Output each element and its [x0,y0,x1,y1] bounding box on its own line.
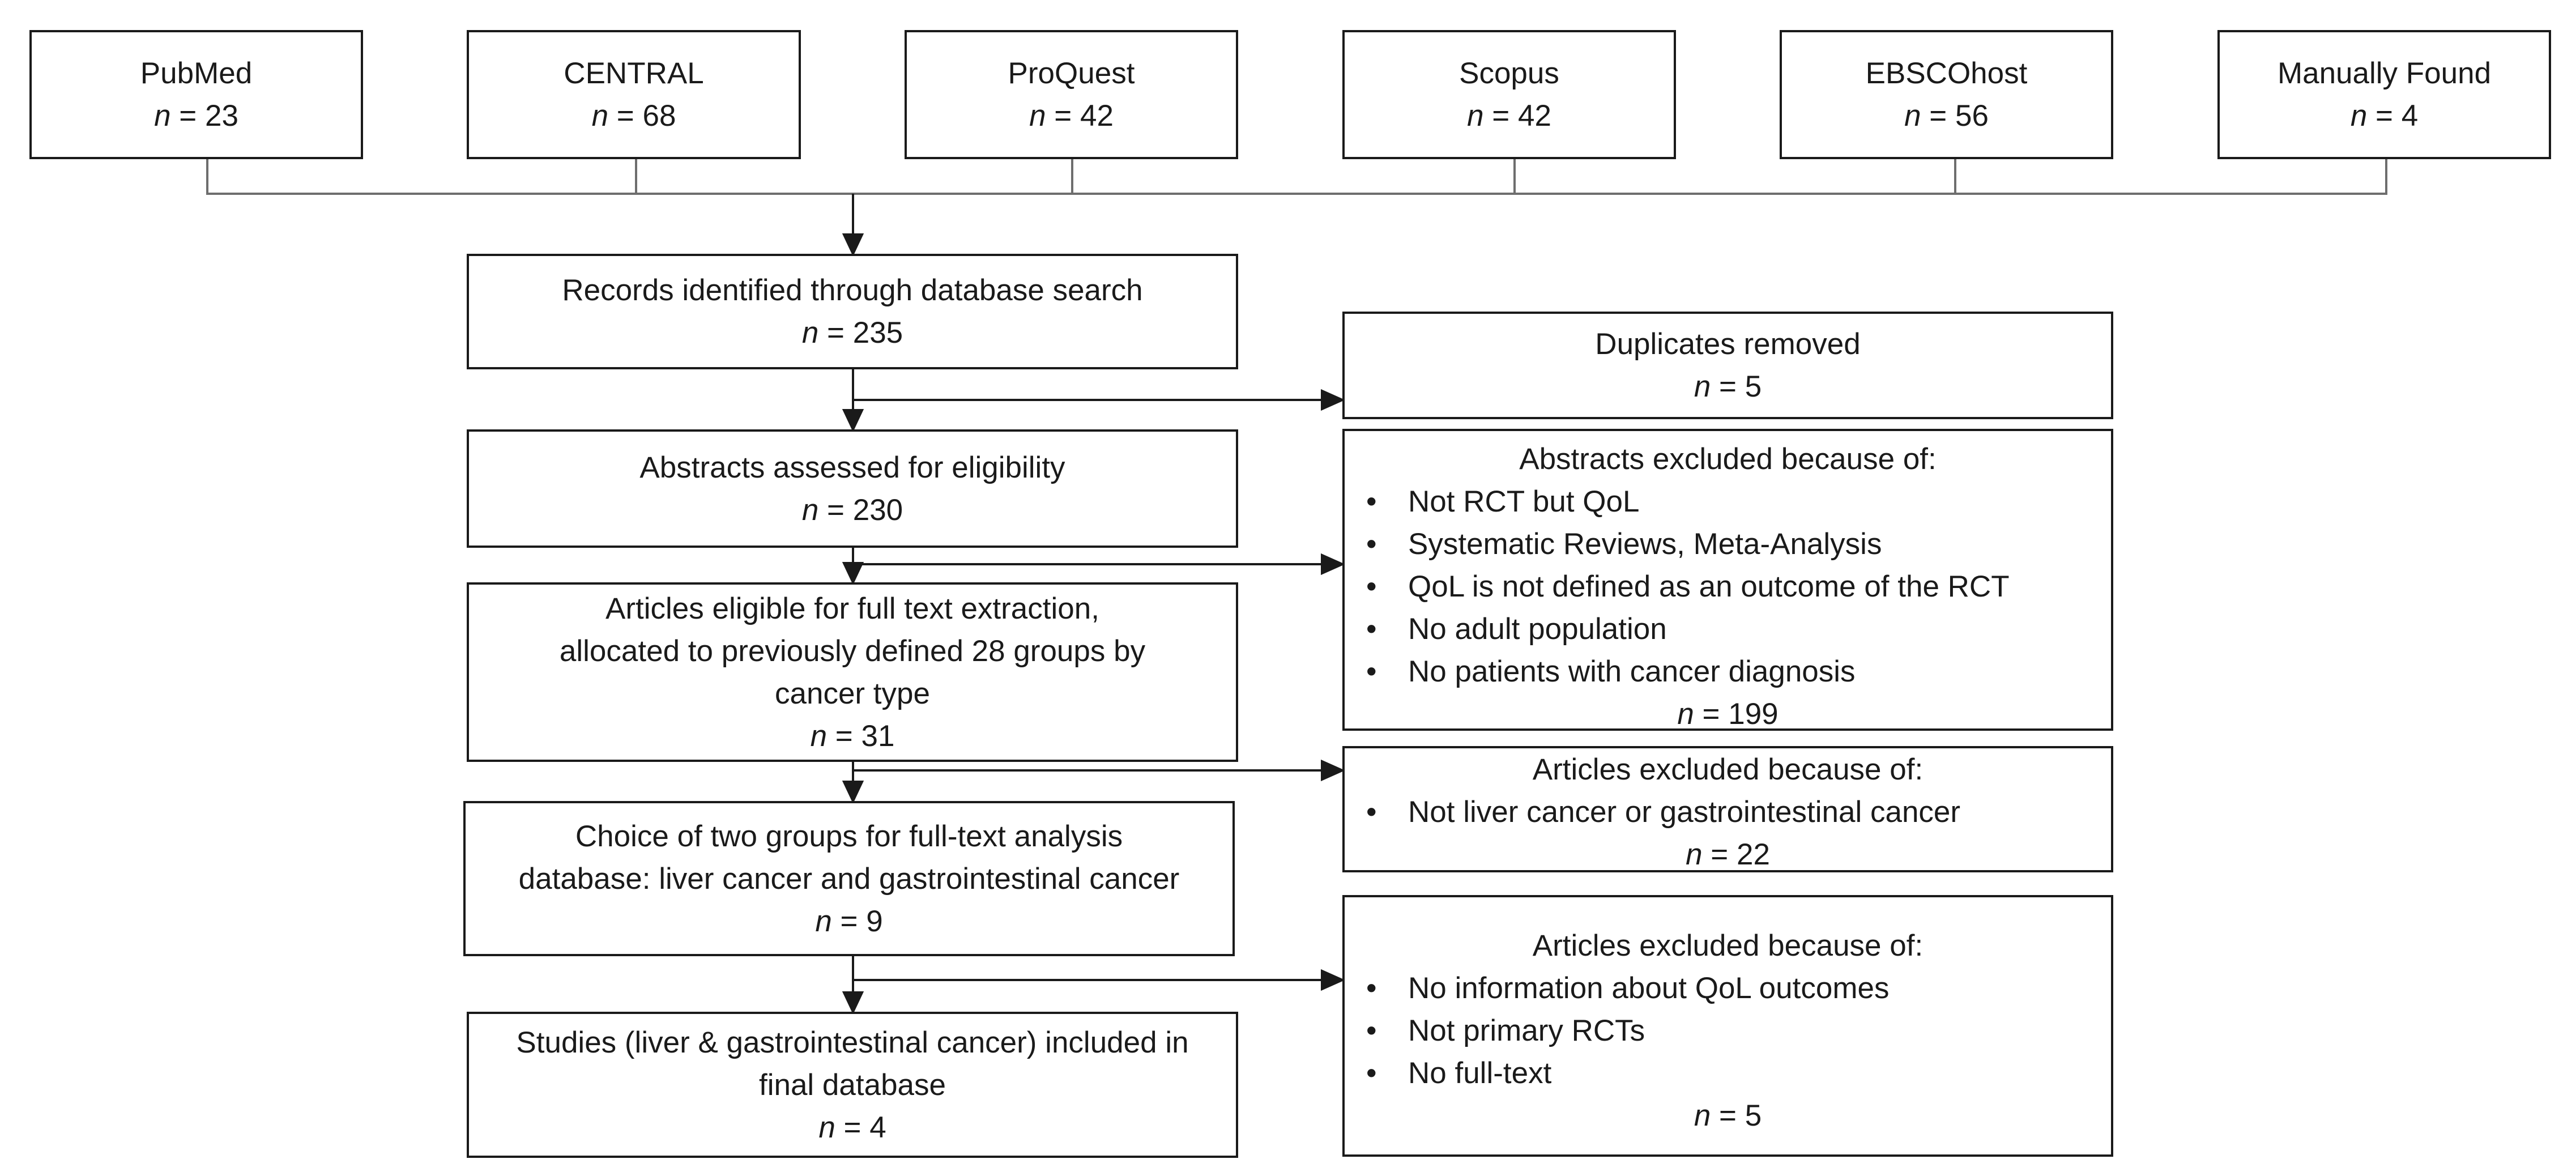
step-text: allocated to previously defined 28 group… [559,634,1146,668]
exclusion-reason: Not RCT but QoL [1362,480,2111,523]
exclusion-reason: Not liver cancer or gastrointestinal can… [1362,791,2111,833]
source-box-scopus: Scopus n = 42 [1342,30,1676,159]
step-count: n = 235 [801,316,903,350]
arrowhead [1321,389,1345,411]
arrowhead [842,781,864,804]
choice-of-groups-box: Choice of two groups for full-text analy… [463,801,1235,956]
source-box-ebscohost: EBSCOhost n = 56 [1780,30,2113,159]
source-box-pubmed: PubMed n = 23 [29,30,363,159]
source-box-manually-found: Manually Found n = 4 [2217,30,2551,159]
exclusion-reasons-list: No information about QoL outcomes Not pr… [1345,967,2111,1094]
source-box-central: CENTRAL n = 68 [467,30,801,159]
step-text: Choice of two groups for full-text analy… [575,819,1123,853]
exclusion-reason: QoL is not defined as an outcome of the … [1362,565,2111,608]
arrowhead [842,991,864,1015]
step-count: n = 31 [810,719,895,753]
source-count: n = 23 [154,99,238,133]
step-count: n = 9 [815,904,883,938]
arrowhead [842,562,864,585]
arrowhead [842,233,864,257]
step-count: n = 230 [801,493,903,527]
step-text: Studies (liver & gastrointestinal cancer… [516,1025,1189,1059]
source-label: CENTRAL [564,57,704,90]
exclusion-count: n = 5 [1694,370,1762,403]
step-text: database: liver cancer and gastrointesti… [518,862,1180,896]
source-box-proquest: ProQuest n = 42 [905,30,1238,159]
source-count: n = 4 [2350,99,2419,133]
exclusion-count: n = 22 [1686,838,1770,871]
articles-eligible-box: Articles eligible for full text extracti… [467,582,1238,762]
exclusion-reason: No information about QoL outcomes [1362,967,2111,1009]
exclusion-title: Articles excluded because of: [1532,929,1924,962]
studies-included-box: Studies (liver & gastrointestinal cancer… [467,1012,1238,1158]
exclusion-title: Articles excluded because of: [1532,753,1924,786]
source-label: ProQuest [1008,57,1135,90]
exclusion-reason: No full-text [1362,1052,2111,1094]
arrowhead [1321,553,1345,576]
exclusion-reason: No adult population [1362,608,2111,650]
abstracts-excluded-box: Abstracts excluded because of: Not RCT b… [1342,429,2113,731]
exclusion-title: Abstracts excluded because of: [1519,442,1937,476]
step-text: cancer type [775,676,930,710]
step-text: Abstracts assessed for eligibility [639,450,1065,484]
abstracts-assessed-box: Abstracts assessed for eligibility n = 2… [467,429,1238,548]
articles-excluded-box-2: Articles excluded because of: No informa… [1342,895,2113,1157]
exclusion-count: n = 199 [1677,697,1779,731]
exclusion-reason: No patients with cancer diagnosis [1362,650,2111,693]
source-label: Manually Found [2277,57,2492,90]
source-count: n = 56 [1904,99,1989,133]
records-identified-box: Records identified through database sear… [467,254,1238,369]
source-count: n = 42 [1467,99,1551,133]
step-text: Articles eligible for full text extracti… [605,591,1099,625]
arrowhead [1321,969,1345,991]
source-count: n = 68 [591,99,676,133]
exclusion-reasons-list: Not liver cancer or gastrointestinal can… [1345,791,2111,833]
arrowhead [842,409,864,432]
source-count: n = 42 [1029,99,1114,133]
step-text: final database [758,1068,946,1102]
duplicates-removed-box: Duplicates removed n = 5 [1342,312,2113,419]
exclusion-reason: Systematic Reviews, Meta-Analysis [1362,523,2111,565]
source-label: Scopus [1459,57,1559,90]
exclusion-title: Duplicates removed [1595,327,1861,361]
step-count: n = 4 [818,1110,886,1144]
exclusion-count: n = 5 [1694,1099,1762,1132]
articles-excluded-box-1: Articles excluded because of: Not liver … [1342,746,2113,872]
source-label: PubMed [140,57,253,90]
exclusion-reason: Not primary RCTs [1362,1009,2111,1052]
source-label: EBSCOhost [1865,57,2028,90]
step-text: Records identified through database sear… [562,274,1143,307]
exclusion-reasons-list: Not RCT but QoL Systematic Reviews, Meta… [1345,480,2111,693]
arrowhead [1321,759,1345,782]
